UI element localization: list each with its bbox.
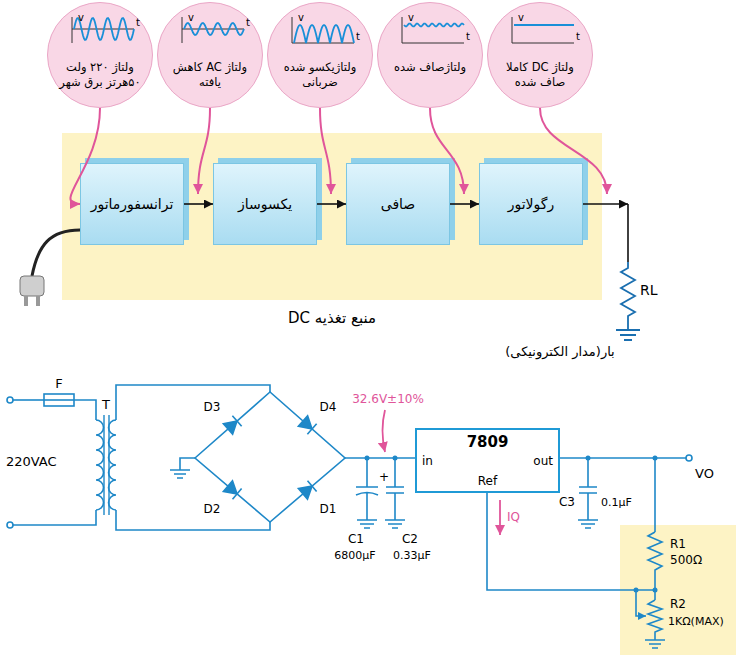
axis-label: v xyxy=(188,12,194,24)
component-value: 1KΩ(MAX) xyxy=(668,616,724,629)
component-label: D1 xyxy=(320,503,337,517)
stage-block: صافی xyxy=(346,163,450,245)
pin-label: Ref xyxy=(478,474,497,488)
junction-dots xyxy=(365,456,658,593)
current-callout: IQ xyxy=(507,511,520,525)
axis-label: t xyxy=(246,17,250,29)
axis-label: t xyxy=(136,17,140,29)
component-label: C3 xyxy=(559,496,575,510)
signal-arrow xyxy=(184,203,213,205)
component-label: C1 xyxy=(348,533,364,547)
pointer-arrow xyxy=(70,108,100,204)
regulator-ic: 7809 in outRef xyxy=(415,428,560,493)
waveform-caption: ولتاژیکسو شده ضربانی xyxy=(278,60,362,90)
load-caption: بار(مدار الکترونیکی) xyxy=(505,345,615,360)
component-label: RL xyxy=(640,282,658,298)
component-label: D3 xyxy=(204,401,221,415)
load-resistor xyxy=(616,262,640,340)
waveform xyxy=(294,25,354,43)
power-plug xyxy=(20,230,80,306)
waveform xyxy=(514,24,574,26)
voltage-callout: 32.6V±10% xyxy=(352,393,424,407)
pin-label: out xyxy=(533,454,553,468)
axis-label: v xyxy=(298,12,304,24)
schematic xyxy=(7,385,692,648)
waveform-callout: ولتاژصاف شده xyxy=(377,2,483,108)
axis-label: v xyxy=(408,12,414,24)
axis-label: v xyxy=(518,12,524,24)
stage-name: صافی xyxy=(381,196,416,212)
pin-label: in xyxy=(422,454,433,468)
waveform-caption: ولتاژ DC کاملا صاف شده xyxy=(498,60,582,90)
callout-arrows xyxy=(383,410,501,535)
axis-label: t xyxy=(466,31,470,43)
axis-label: t xyxy=(576,31,580,43)
diode-symbols xyxy=(223,416,316,499)
component-label: R1 xyxy=(670,538,686,552)
component-label: F xyxy=(55,377,62,392)
output-wire xyxy=(583,204,628,262)
signal-arrow xyxy=(317,203,346,205)
waveform-callout: ولتاژیکسو شده ضربانی xyxy=(267,2,373,108)
waveform-caption: ولتاژ AC کاهش یافته xyxy=(168,60,252,90)
waveform xyxy=(184,23,244,35)
component-value: 6800µF xyxy=(334,550,375,563)
voltage-label: 220VAC xyxy=(6,455,57,470)
band-title: منبع تغذیه DC xyxy=(62,309,602,327)
component-label: T xyxy=(102,398,110,413)
component-label: D2 xyxy=(204,503,221,517)
stage-block: رگولاتور xyxy=(479,163,583,245)
polarity-mark: + xyxy=(379,471,389,485)
axis-label: t xyxy=(356,31,360,43)
ic-part-number: 7809 xyxy=(467,433,509,451)
waveform-caption: ولتاژصاف شده xyxy=(388,60,472,75)
waveform-icons xyxy=(72,17,574,43)
stage-name: ترانسفورماتور xyxy=(91,196,174,212)
signal-arrow xyxy=(450,203,479,205)
power-supply-band: منبع تغذیه DCترانسفورماتوریکسوسازصافیرگو… xyxy=(62,133,602,300)
axis-label: v xyxy=(78,12,84,24)
waveform-callout: ولتاژ DC کاملا صاف شده xyxy=(487,2,593,108)
pointer-arrows xyxy=(198,108,607,194)
highlight-zone xyxy=(620,525,736,655)
component-value: 0.33µF xyxy=(393,550,431,563)
stage-name: رگولاتور xyxy=(508,196,555,212)
stage-name: یکسوساز xyxy=(238,196,292,212)
output-label: VO xyxy=(695,467,714,482)
component-value: 0.1µF xyxy=(601,497,632,510)
component-label: C2 xyxy=(402,533,418,547)
component-label: D4 xyxy=(320,401,337,415)
waveform xyxy=(404,24,464,27)
component-value: 500Ω xyxy=(670,554,702,568)
waveform-caption: ولتاژ ۲۲۰ ولت ۵۰هرتز برق شهر xyxy=(58,60,142,90)
stage-block: یکسوساز xyxy=(213,163,317,245)
component-label: R2 xyxy=(670,598,686,612)
stage-block: ترانسفورماتور xyxy=(80,163,184,245)
